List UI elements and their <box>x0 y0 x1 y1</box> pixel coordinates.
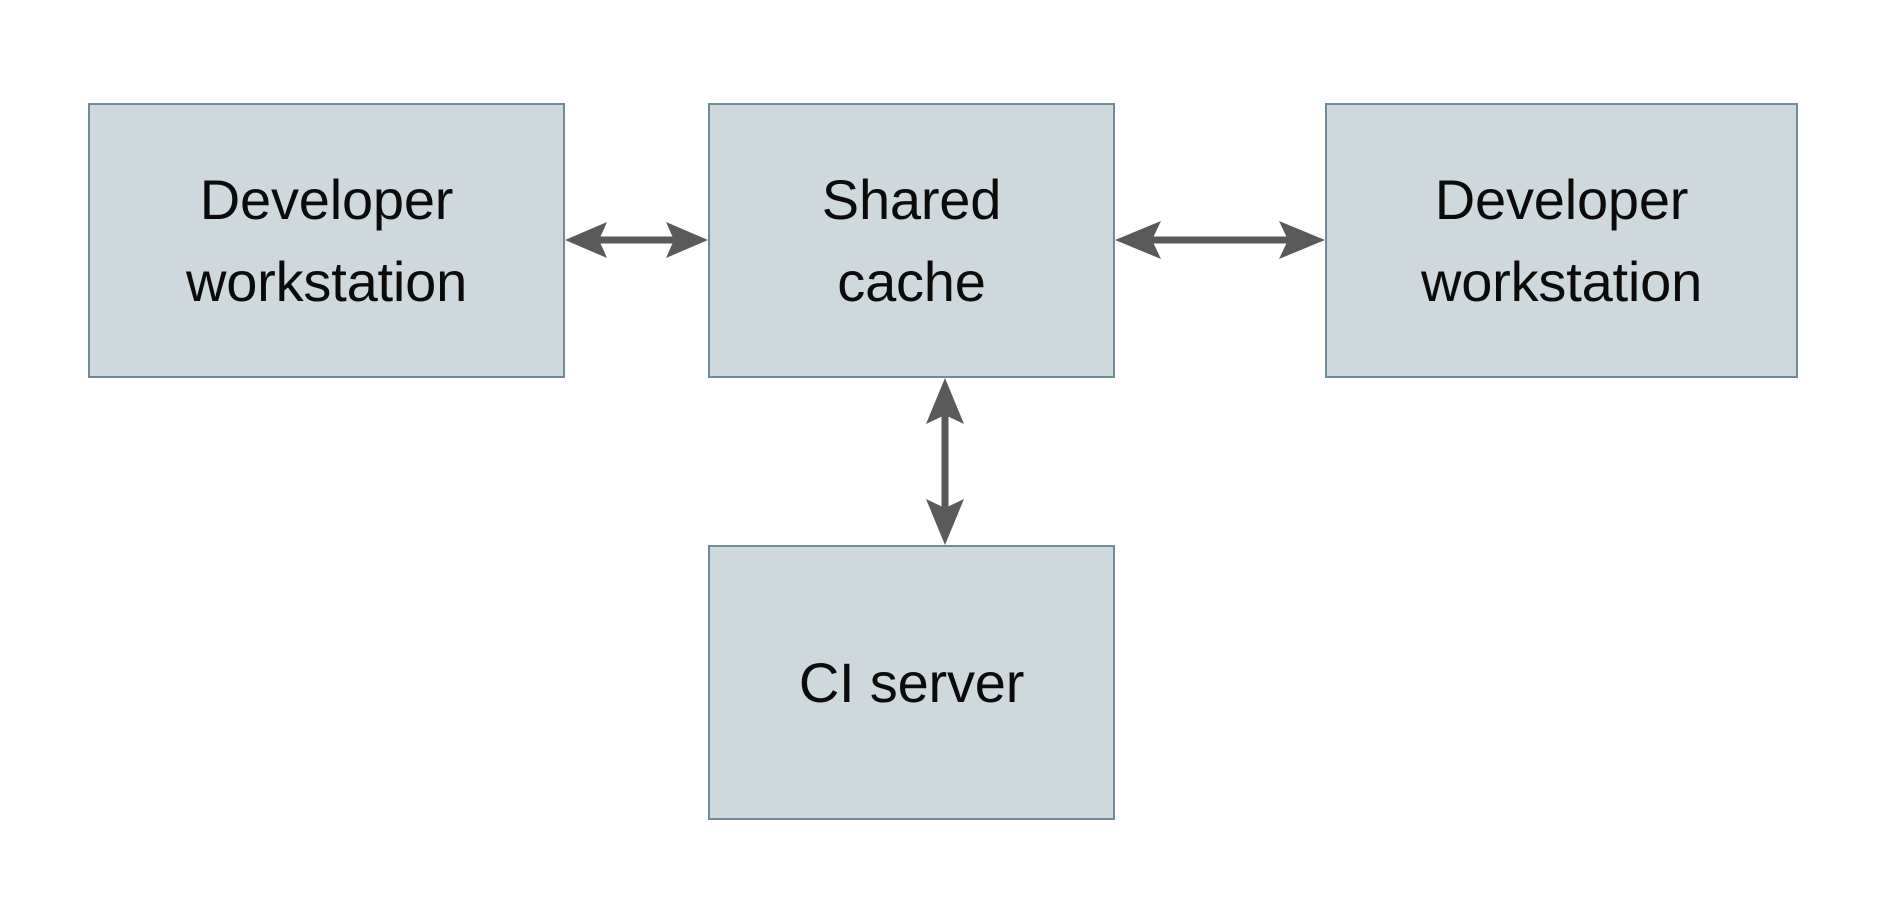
edge-developer-left-to-shared-cache[interactable] <box>563 210 710 270</box>
node-shared-cache[interactable]: Shared cache <box>708 103 1115 378</box>
edge-shared-cache-to-developer-right[interactable] <box>1113 210 1327 270</box>
node-label: Developer workstation <box>1420 167 1703 313</box>
node-developer-workstation-left[interactable]: Developer workstation <box>88 103 565 378</box>
edge-shared-cache-to-ci-server[interactable] <box>915 376 975 547</box>
node-label: Developer workstation <box>185 167 468 313</box>
node-developer-workstation-right[interactable]: Developer workstation <box>1325 103 1798 378</box>
double-arrow-icon <box>926 378 964 545</box>
node-ci-server[interactable]: CI server <box>708 545 1115 820</box>
node-label: Shared cache <box>821 167 1002 313</box>
double-arrow-icon <box>565 222 708 258</box>
double-arrow-icon <box>1115 221 1325 259</box>
node-label: CI server <box>798 650 1025 714</box>
